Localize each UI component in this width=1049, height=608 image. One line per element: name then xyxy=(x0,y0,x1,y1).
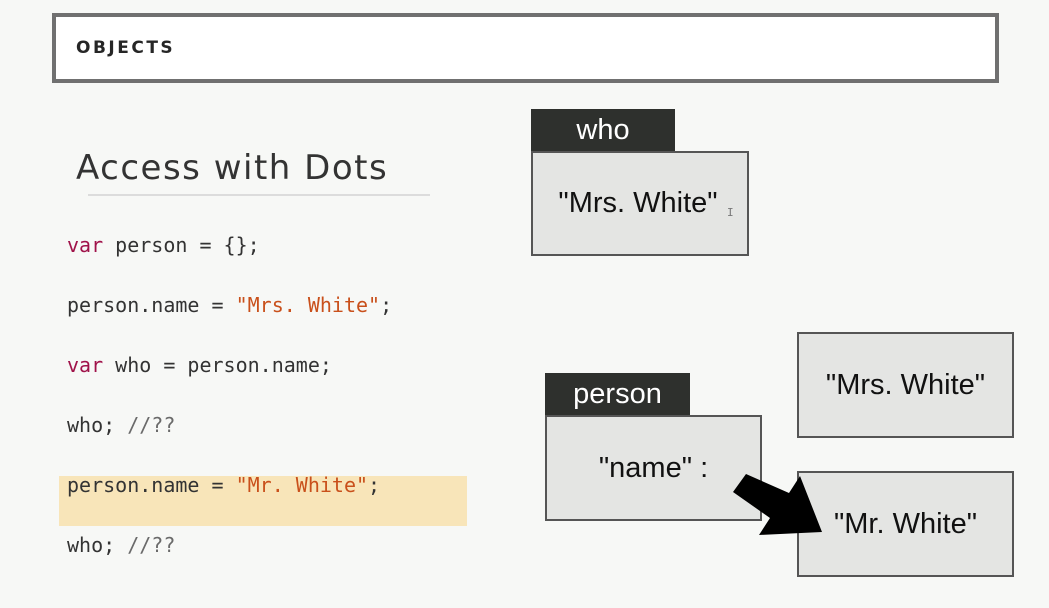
who-variable-value: "Mrs. White" xyxy=(558,187,718,219)
code-text: ; xyxy=(380,293,393,317)
value-box-mrs-white: "Mrs. White" xyxy=(797,332,1014,438)
code-line-2: person.name = "Mrs. White"; xyxy=(67,293,392,317)
value-text: "Mr. White" xyxy=(833,508,978,540)
code-comment: //?? xyxy=(127,533,176,557)
code-text: who; xyxy=(67,533,128,557)
code-text: ; xyxy=(368,473,381,497)
code-text: who; xyxy=(67,413,128,437)
code-line-6: who; //?? xyxy=(67,533,175,557)
code-line-4: who; //?? xyxy=(67,413,175,437)
highlighted-line-background xyxy=(59,476,467,526)
code-text: person = {}; xyxy=(103,233,260,257)
section-header: OBJECTS xyxy=(52,13,999,83)
person-variable-box: "name" : xyxy=(545,415,762,521)
reference-arrow-shape xyxy=(733,474,822,535)
slide-title: Access with Dots xyxy=(76,148,389,188)
string-literal: "Mrs. White" xyxy=(235,293,381,317)
who-variable-label: who xyxy=(531,109,675,151)
code-line-3: var who = person.name; xyxy=(67,353,332,377)
code-line-5: person.name = "Mr. White"; xyxy=(67,473,380,497)
code-line-1: var person = {}; xyxy=(67,233,260,257)
keyword: var xyxy=(67,233,104,257)
person-variable-label: person xyxy=(545,373,690,415)
keyword: var xyxy=(67,353,104,377)
code-comment: //?? xyxy=(127,413,176,437)
title-underline xyxy=(88,194,430,196)
code-text: who = person.name; xyxy=(103,353,332,377)
string-literal: "Mr. White" xyxy=(235,473,369,497)
code-text: person.name = xyxy=(67,473,236,497)
who-variable-box: "Mrs. White" xyxy=(531,151,749,256)
person-property-key: "name" : xyxy=(598,452,709,484)
value-box-mr-white: "Mr. White" xyxy=(797,471,1014,577)
value-text: "Mrs. White" xyxy=(825,369,986,401)
text-cursor-icon: I xyxy=(727,206,734,219)
section-title: OBJECTS xyxy=(76,38,176,58)
code-text: person.name = xyxy=(67,293,236,317)
